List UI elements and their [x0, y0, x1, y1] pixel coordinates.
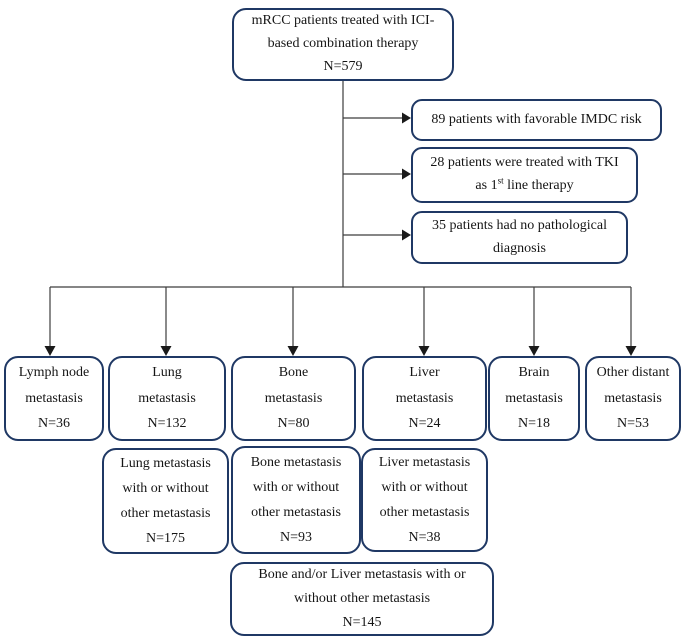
- superscript-st: st: [497, 175, 504, 186]
- site-count: N=18: [517, 416, 550, 432]
- site-box-brain: Brain metastasis N=18: [488, 356, 580, 441]
- top-box-total-cohort: mRCC patients treated with ICI- based co…: [232, 8, 454, 81]
- bottom-box-line2: without other metastasis: [293, 590, 431, 606]
- combined-count: N=38: [408, 530, 441, 546]
- top-box-n: N=579: [323, 58, 363, 74]
- combined-label: with or without: [381, 479, 468, 495]
- combined-label: Bone metastasis: [250, 454, 342, 470]
- site-label: metastasis: [25, 390, 83, 406]
- exclusion-imdc-text: 89 patients with favorable IMDC risk: [431, 111, 642, 127]
- top-box-line1: mRCC patients treated with ICI-: [251, 13, 435, 29]
- site-count: N=53: [616, 416, 649, 432]
- site-box-lung: Lung metastasis N=132: [108, 356, 226, 441]
- combined-label: Liver metastasis: [378, 454, 471, 470]
- site-label: Bone: [278, 365, 309, 381]
- exclusion-path-line2: diagnosis: [493, 240, 546, 256]
- combined-label: other metastasis: [251, 505, 341, 520]
- combined-box-lung: Lung metastasis with or without other me…: [102, 448, 229, 554]
- site-label: Lymph node: [18, 365, 90, 381]
- site-label: metastasis: [138, 390, 196, 406]
- site-box-other-distant: Other distant metastasis N=53: [585, 356, 681, 441]
- site-label: Lung: [152, 365, 182, 381]
- combined-label: Lung metastasis: [120, 455, 211, 471]
- bottom-box-n: N=145: [342, 615, 382, 631]
- site-count: N=132: [147, 416, 187, 432]
- site-count: N=36: [37, 416, 70, 432]
- site-box-lymph-node: Lymph node metastasis N=36: [4, 356, 104, 441]
- bottom-box-line1: Bone and/or Liver metastasis with or: [258, 566, 466, 582]
- exclusion-path-line1: 35 patients had no pathological: [432, 217, 607, 233]
- combined-count: N=93: [279, 530, 312, 546]
- site-label: Liver: [409, 365, 440, 381]
- site-label: metastasis: [604, 390, 662, 406]
- exclusion-box-tki-therapy: 28 patients were treated with TKI as 1st…: [411, 147, 638, 203]
- combined-label: other metastasis: [120, 506, 211, 521]
- combined-box-bone: Bone metastasis with or without other me…: [231, 446, 361, 554]
- combined-label: other metastasis: [379, 505, 470, 520]
- combined-label: with or without: [122, 480, 209, 496]
- site-label: metastasis: [395, 390, 454, 406]
- site-label: metastasis: [505, 390, 563, 406]
- combined-box-liver: Liver metastasis with or without other m…: [361, 448, 488, 552]
- site-box-bone: Bone metastasis N=80: [231, 356, 356, 441]
- site-label: metastasis: [264, 390, 323, 406]
- exclusion-box-no-pathology: 35 patients had no pathological diagnosi…: [411, 211, 628, 264]
- exclusion-tki-line2: as 1st line therapy: [475, 175, 574, 193]
- top-box-line2: based combination therapy: [267, 36, 419, 52]
- site-count: N=24: [408, 416, 441, 432]
- exclusion-box-imdc-risk: 89 patients with favorable IMDC risk: [411, 99, 662, 141]
- site-box-liver: Liver metastasis N=24: [362, 356, 487, 441]
- site-label: Brain: [518, 365, 550, 381]
- site-count: N=80: [277, 416, 310, 432]
- bottom-box-bone-liver-combined: Bone and/or Liver metastasis with or wit…: [230, 562, 494, 636]
- combined-label: with or without: [252, 479, 340, 495]
- combined-count: N=175: [145, 531, 185, 547]
- exclusion-tki-line1: 28 patients were treated with TKI: [430, 155, 619, 171]
- site-label: Other distant: [596, 365, 670, 381]
